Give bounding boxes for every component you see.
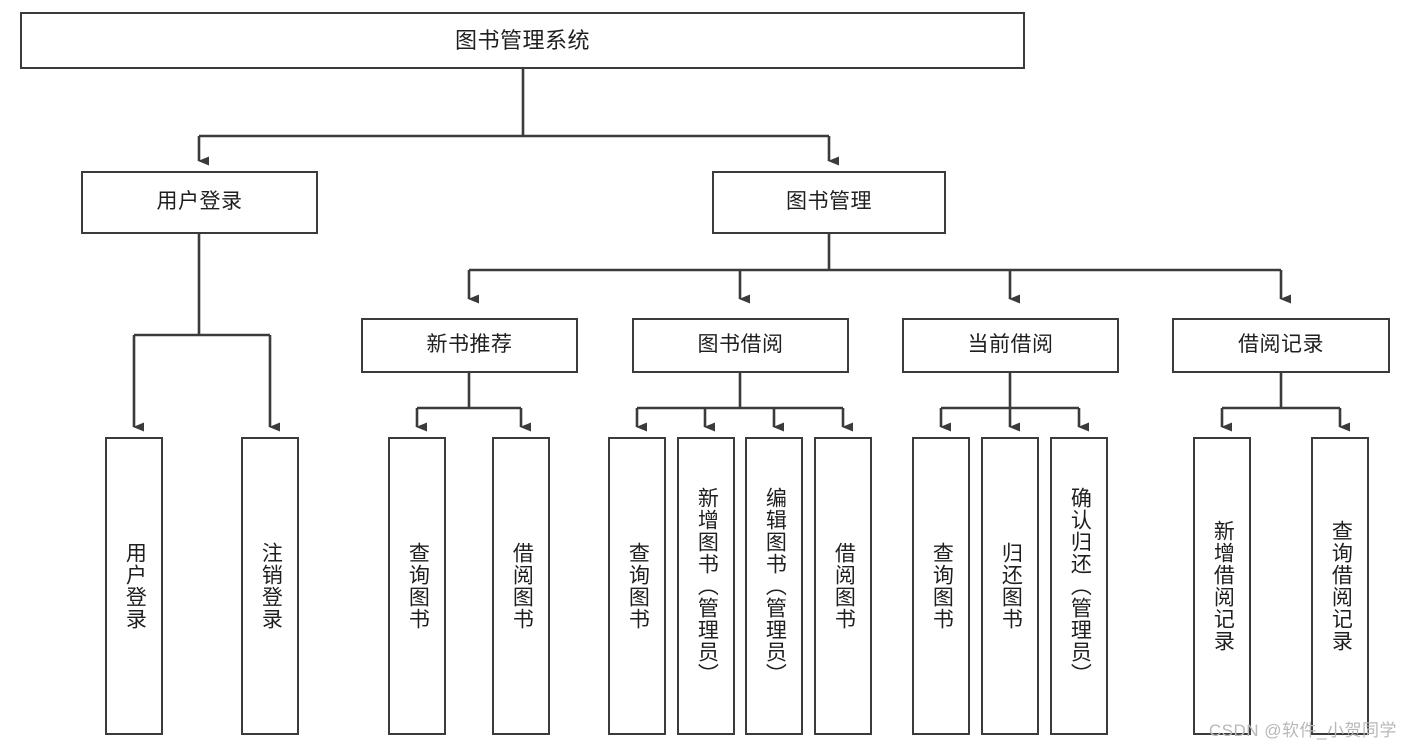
leaf-query-book-2-label: 查询图书: [626, 542, 650, 630]
leaf-query-book-1-label: 查询图书: [406, 542, 430, 630]
node-current-borrow[interactable]: 当前借阅: [902, 318, 1119, 373]
node-new-book-recommend-label: 新书推荐: [426, 333, 513, 357]
node-new-book-recommend[interactable]: 新书推荐: [361, 318, 578, 373]
leaf-query-record[interactable]: 查询借阅记录: [1311, 437, 1369, 735]
node-root[interactable]: 图书管理系统: [20, 12, 1025, 69]
node-book-management-label: 图书管理: [786, 190, 872, 214]
node-borrow-record[interactable]: 借阅记录: [1172, 318, 1390, 373]
leaf-borrow-book-1-label: 借阅图书: [510, 542, 534, 630]
node-book-management[interactable]: 图书管理: [712, 171, 946, 234]
leaf-edit-book[interactable]: 编辑图书（管理员）: [745, 437, 803, 735]
leaf-query-record-label: 查询借阅记录: [1329, 520, 1353, 652]
leaf-query-book-3[interactable]: 查询图书: [912, 437, 970, 735]
leaf-add-book-label: 新增图书（管理员）: [695, 487, 719, 685]
node-root-label: 图书管理系统: [454, 27, 590, 53]
node-book-borrow-label: 图书借阅: [697, 333, 784, 357]
leaf-confirm-return-label: 确认归还（管理员）: [1068, 487, 1092, 685]
leaf-user-login[interactable]: 用户登录: [105, 437, 163, 735]
leaf-add-record-label: 新增借阅记录: [1211, 520, 1235, 652]
leaf-borrow-book-2[interactable]: 借阅图书: [814, 437, 872, 735]
leaf-confirm-return[interactable]: 确认归还（管理员）: [1050, 437, 1108, 735]
leaf-logout-login[interactable]: 注销登录: [241, 437, 299, 735]
csdn-watermark: CSDN @软件_小贺同学: [1208, 721, 1397, 740]
leaf-return-book[interactable]: 归还图书: [981, 437, 1039, 735]
node-user-login-label: 用户登录: [156, 190, 243, 214]
node-borrow-record-label: 借阅记录: [1238, 333, 1324, 357]
node-user-login[interactable]: 用户登录: [81, 171, 318, 234]
leaf-query-book-1[interactable]: 查询图书: [388, 437, 446, 735]
leaf-return-book-label: 归还图书: [999, 542, 1023, 630]
leaf-borrow-book-2-label: 借阅图书: [832, 542, 856, 630]
leaf-add-book[interactable]: 新增图书（管理员）: [677, 437, 735, 735]
leaf-query-book-2[interactable]: 查询图书: [608, 437, 666, 735]
leaf-logout-login-label: 注销登录: [259, 542, 283, 630]
leaf-borrow-book-1[interactable]: 借阅图书: [492, 437, 550, 735]
leaf-query-book-3-label: 查询图书: [930, 542, 954, 630]
leaf-add-record[interactable]: 新增借阅记录: [1193, 437, 1251, 735]
node-book-borrow[interactable]: 图书借阅: [632, 318, 849, 373]
leaf-edit-book-label: 编辑图书（管理员）: [763, 487, 787, 685]
leaf-user-login-label: 用户登录: [123, 542, 147, 630]
node-current-borrow-label: 当前借阅: [967, 333, 1054, 357]
